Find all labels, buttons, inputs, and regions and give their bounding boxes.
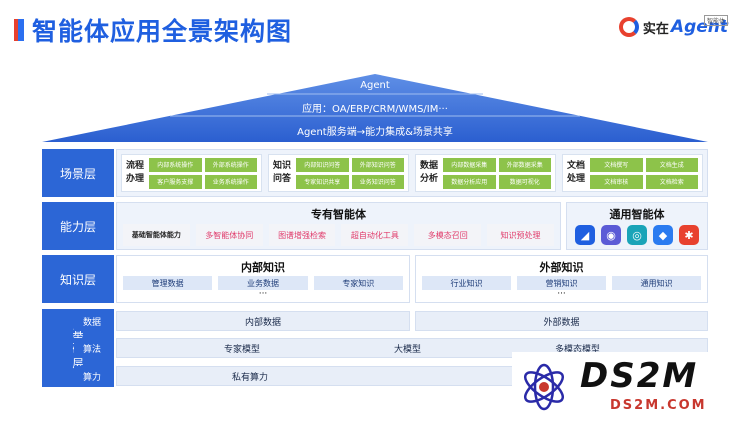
scene-item: 业务知识问答 (351, 174, 404, 189)
base-row-label-algorithm: 算法 (74, 338, 110, 358)
atom-icon (524, 363, 564, 411)
roof-agent: Agent (360, 80, 390, 91)
scene-item: 外部知识问答 (351, 157, 404, 172)
logo-en: Agent (670, 17, 728, 37)
layer-label-knowledge: 知识层 (42, 255, 114, 303)
knowledge-item: 管理数据 (123, 276, 213, 290)
scene-item: 业务系统操作 (204, 174, 257, 189)
page-title: 智能体应用全景架构图 (32, 17, 293, 46)
logo-sup: 智能体 (703, 15, 728, 26)
logo-ring-icon (618, 17, 639, 37)
scene-group: 数据 分析内部数据采集外部数据采集数据分析应用数据可视化 (415, 154, 556, 192)
scene-item: 文档检索 (645, 174, 698, 189)
scene-item: 内部知识问答 (296, 157, 349, 172)
scene-group-name: 流程 办理 (126, 161, 145, 184)
internal-more: ··· (258, 289, 268, 299)
scene-item: 文档生成 (645, 157, 698, 172)
roof-server: Agent服务端→能力集成&场景共享 (297, 127, 453, 138)
scene-item: 专家知识共享 (296, 174, 349, 189)
scene-group: 流程 办理内部系统操作外部系统操作客户服务支撑业务系统操作 (121, 154, 262, 192)
scene-item: 内部数据采集 (443, 157, 496, 172)
external-knowledge-title: 外部知识 (539, 261, 584, 274)
scene-panel: 流程 办理内部系统操作外部系统操作客户服务支撑业务系统操作知识 问答内部知识问答… (116, 149, 708, 197)
star-icon: ✱ (679, 225, 699, 245)
knowledge-item: 行业知识 (422, 276, 511, 290)
dedicated-agent-panel: 专有智能体 基础智能体能力多智能体协同图谱增强检索超自动化工具多模态召回知识预处… (116, 202, 561, 250)
knowledge-item: 业务数据 (218, 276, 308, 290)
scene-group-name: 知识 问答 (273, 161, 292, 184)
layer-label-scene: 场景层 (42, 149, 114, 197)
base-cell-external-data: 外部数据 (415, 311, 708, 331)
layer-label-ability: 能力层 (42, 202, 114, 250)
base-cell-expert-model: 专家模型 (223, 344, 260, 355)
base-cell-large-model: 大模型 (393, 344, 421, 355)
scene-group-name: 数据 分析 (420, 161, 439, 184)
knowledge-item: 通用知识 (612, 276, 701, 290)
roof-apps: 应用：OA/ERP/CRM/WMS/IM··· (302, 104, 448, 115)
scene-item: 内部系统操作 (149, 157, 202, 172)
scene-item: 数据分析应用 (443, 174, 496, 189)
scene-item: 文档审核 (590, 174, 643, 189)
ability-chip: 基础智能体能力 (123, 224, 190, 246)
internal-knowledge-title: 内部知识 (241, 261, 285, 274)
kimi-icon: ◢ (575, 225, 595, 245)
external-knowledge-panel: 外部知识 行业知识营销知识通用知识 ··· (415, 255, 708, 303)
title-bar: 智能体应用全景架构图 (14, 14, 292, 46)
base-cell-internal-data: 内部数据 (116, 311, 410, 331)
dedicated-agent-title: 专有智能体 (311, 208, 366, 221)
scene-item: 外部数据采集 (498, 157, 551, 172)
internal-knowledge-panel: 内部知识 管理数据业务数据专家知识 ··· (116, 255, 410, 303)
brand-logo: 实在 Agent 智能体 (618, 14, 728, 40)
ability-chip: 多模态召回 (414, 224, 482, 246)
knowledge-item: 专家知识 (313, 276, 403, 290)
title-accent-icon (14, 19, 24, 41)
roof: Agent 应用：OA/ERP/CRM/WMS/IM··· Agent服务端→能… (42, 72, 708, 144)
scene-item: 文档撰写 (590, 157, 643, 172)
knowledge-item: 营销知识 (517, 276, 606, 290)
spiral-icon: ◎ (627, 225, 647, 245)
roof-shape (42, 74, 708, 142)
watermark-big: DS2M (580, 356, 699, 396)
ability-chip: 图谱增强检索 (268, 224, 336, 246)
scene-group: 文档 处理文档撰写文档生成文档审核文档检索 (562, 154, 703, 192)
ability-chip: 多智能体协同 (195, 224, 263, 246)
scene-group: 知识 问答内部知识问答外部知识问答专家知识共享业务知识问答 (268, 154, 409, 192)
scene-item: 外部系统操作 (204, 157, 257, 172)
scene-item: 客户服务支撑 (149, 174, 202, 189)
external-more: ··· (557, 289, 566, 299)
scene-item: 数据可视化 (498, 174, 551, 189)
ghost-icon: ◉ (601, 225, 621, 245)
watermark: DS2M DS2M.COM (512, 352, 750, 422)
base-cell-multimodal-model: 多模态模型 (554, 344, 600, 355)
general-agent-title: 通用智能体 (609, 208, 665, 221)
ability-chip: 知识预处理 (487, 224, 554, 246)
scene-group-name: 文档 处理 (567, 161, 586, 184)
general-agent-panel: 通用智能体 ◢ ◉ ◎ ◆ ✱ (566, 202, 708, 250)
watermark-small: DS2M.COM (610, 398, 707, 413)
base-row-label-compute: 算力 (74, 366, 110, 386)
ability-chip: 超自动化工具 (341, 224, 409, 246)
base-cell-private-compute: 私有算力 (232, 372, 269, 383)
cube-icon: ◆ (653, 225, 673, 245)
logo-cn: 实在 (642, 21, 669, 37)
base-row-label-data: 数据 (74, 311, 110, 331)
